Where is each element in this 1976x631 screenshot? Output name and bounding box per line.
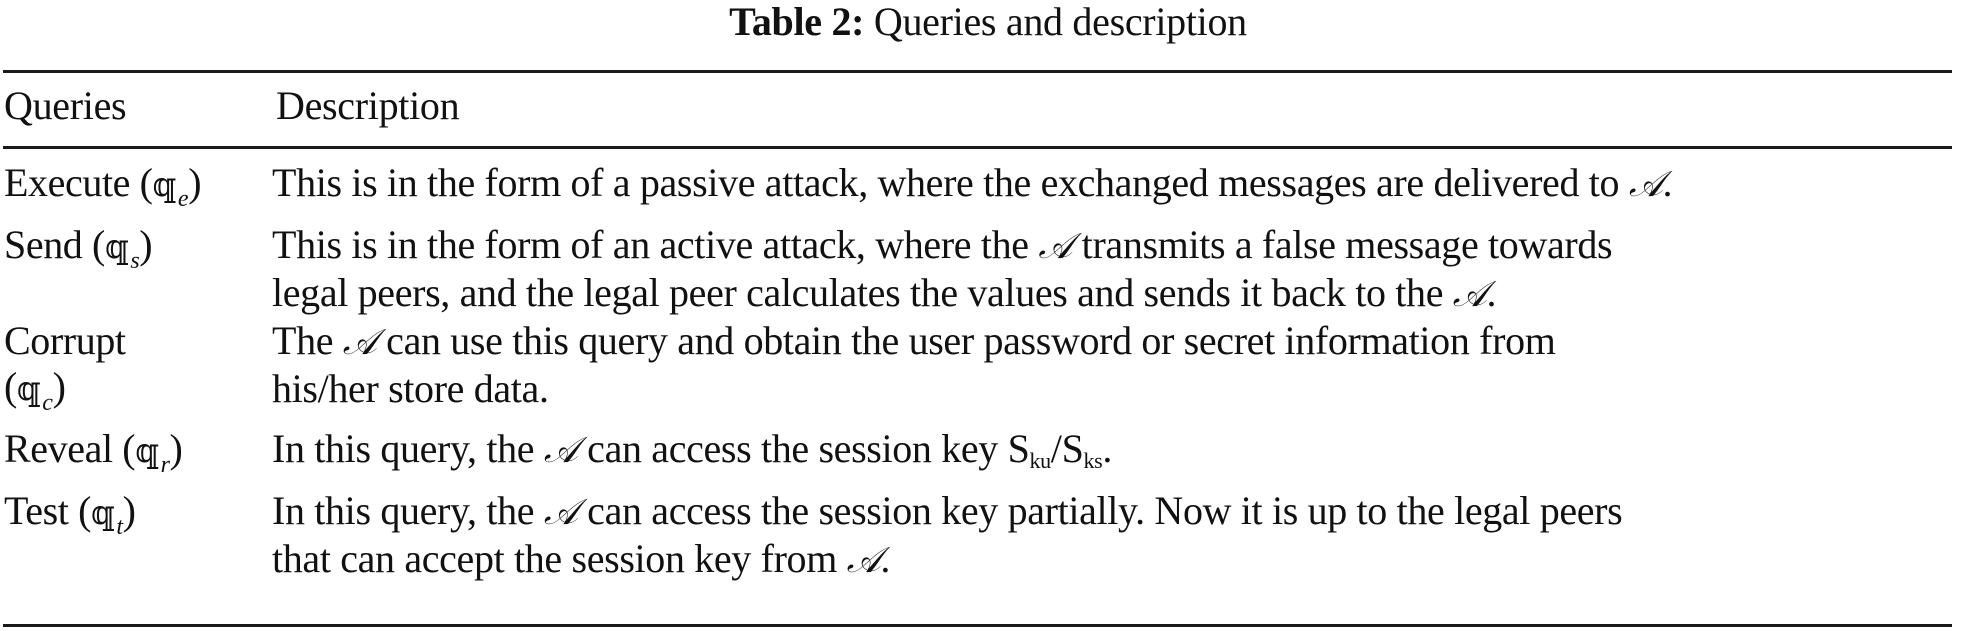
top-rule <box>3 70 1952 73</box>
description-text: can use this query and obtain the user p… <box>376 318 1556 363</box>
adversary-symbol: 𝒜 <box>846 540 881 581</box>
query-cell: Send (𝕢s) <box>4 222 153 274</box>
query-subscript: t <box>116 514 123 540</box>
description-line: that can accept the session key from 𝒜. <box>272 536 1962 584</box>
table-row: Corrupt (𝕢c) The 𝒜 can use this query an… <box>0 318 1976 426</box>
description-text: transmits a false message towards <box>1072 222 1613 267</box>
description-text: This is in the form of an active attack,… <box>272 222 1039 267</box>
session-key-sub: ks <box>1083 448 1103 473</box>
adversary-symbol: 𝒜 <box>1628 164 1663 205</box>
query-name: Execute <box>4 160 131 205</box>
table-row: Execute (𝕢e) This is in the form of a pa… <box>0 160 1976 222</box>
query-name: Send <box>4 222 83 267</box>
description-text: that can accept the session key from <box>272 536 847 581</box>
session-key-base: S <box>1007 426 1030 471</box>
query-subscript: r <box>160 452 170 478</box>
table-row: Test (𝕢t) In this query, the 𝒜 can acces… <box>0 488 1976 584</box>
query-subscript: c <box>42 390 53 416</box>
table-label: Table 2: <box>729 0 865 44</box>
description-text: his/her store data. <box>272 366 549 411</box>
table-row: Send (𝕢s) This is in the form of an acti… <box>0 222 1976 318</box>
description-text: . <box>880 536 890 581</box>
description-text: This is in the form of a passive attack,… <box>272 160 1629 205</box>
header-queries: Queries <box>4 83 127 128</box>
description-line: This is in the form of a passive attack,… <box>272 160 1962 208</box>
description-line: In this query, the 𝒜 can access the sess… <box>272 426 1962 484</box>
query-cell: Corrupt (𝕢c) <box>0 318 272 426</box>
adversary-symbol: 𝒜 <box>1452 274 1487 315</box>
query-symbol-icon: 𝕢 <box>91 493 115 533</box>
description-text: In this query, the <box>272 488 544 533</box>
table-row: Reveal (𝕢r) In this query, the 𝒜 can acc… <box>0 426 1976 488</box>
query-name: Reveal <box>4 426 113 471</box>
table-caption: Table 2: Queries and description <box>0 0 1976 44</box>
bottom-rule <box>3 624 1952 627</box>
description-text: legal peers, and the legal peer calculat… <box>272 270 1453 315</box>
adversary-symbol: 𝒜 <box>543 492 578 533</box>
table-body: Execute (𝕢e) This is in the form of a pa… <box>0 160 1976 584</box>
description-line: The 𝒜 can use this query and obtain the … <box>272 318 1962 366</box>
description-line: legal peers, and the legal peer calculat… <box>272 270 1962 318</box>
description-cell: In this query, the 𝒜 can access the sess… <box>272 426 1962 488</box>
query-subscript: e <box>177 186 189 212</box>
query-subscript: s <box>130 248 140 274</box>
header-description: Description <box>276 83 460 128</box>
session-key-sub: ku <box>1029 448 1051 473</box>
query-cell: Reveal (𝕢r) <box>4 426 183 478</box>
description-text: can access the session key partially. No… <box>577 488 1623 533</box>
session-key-base: S <box>1061 426 1084 471</box>
table-title: Queries and description <box>873 0 1247 44</box>
session-key-separator: / <box>1050 426 1062 471</box>
description-text: The <box>272 318 343 363</box>
session-key-period: . <box>1102 426 1112 471</box>
query-symbol-icon: 𝕢 <box>135 431 159 471</box>
description-cell: This is in the form of a passive attack,… <box>272 160 1962 222</box>
description-text: can access the session key <box>577 426 1008 471</box>
description-line: In this query, the 𝒜 can access the sess… <box>272 488 1962 536</box>
description-cell: This is in the form of an active attack,… <box>272 222 1962 318</box>
query-symbol-icon: 𝕢 <box>104 227 129 267</box>
query-name: Test <box>4 488 69 533</box>
description-cell: In this query, the 𝒜 can access the sess… <box>272 488 1962 584</box>
adversary-symbol: 𝒜 <box>1038 226 1073 267</box>
query-symbol-icon: 𝕢 <box>16 369 41 409</box>
description-text: In this query, the <box>272 426 544 471</box>
description-cell: The 𝒜 can use this query and obtain the … <box>272 318 1962 426</box>
adversary-symbol: 𝒜 <box>342 322 377 363</box>
query-name: Corrupt <box>4 318 126 363</box>
query-cell: Test (𝕢t) <box>4 488 136 540</box>
description-line: his/her store data. <box>272 366 1962 412</box>
header-rule <box>3 146 1952 149</box>
query-symbol-icon: 𝕢 <box>152 165 177 205</box>
description-text: . <box>1486 270 1497 315</box>
session-key-notation: Sku/Sks. <box>1007 426 1113 473</box>
query-cell: Execute (𝕢e) <box>4 160 202 212</box>
adversary-symbol: 𝒜 <box>543 430 578 471</box>
description-text: . <box>1662 160 1673 205</box>
description-line: This is in the form of an active attack,… <box>272 222 1962 270</box>
